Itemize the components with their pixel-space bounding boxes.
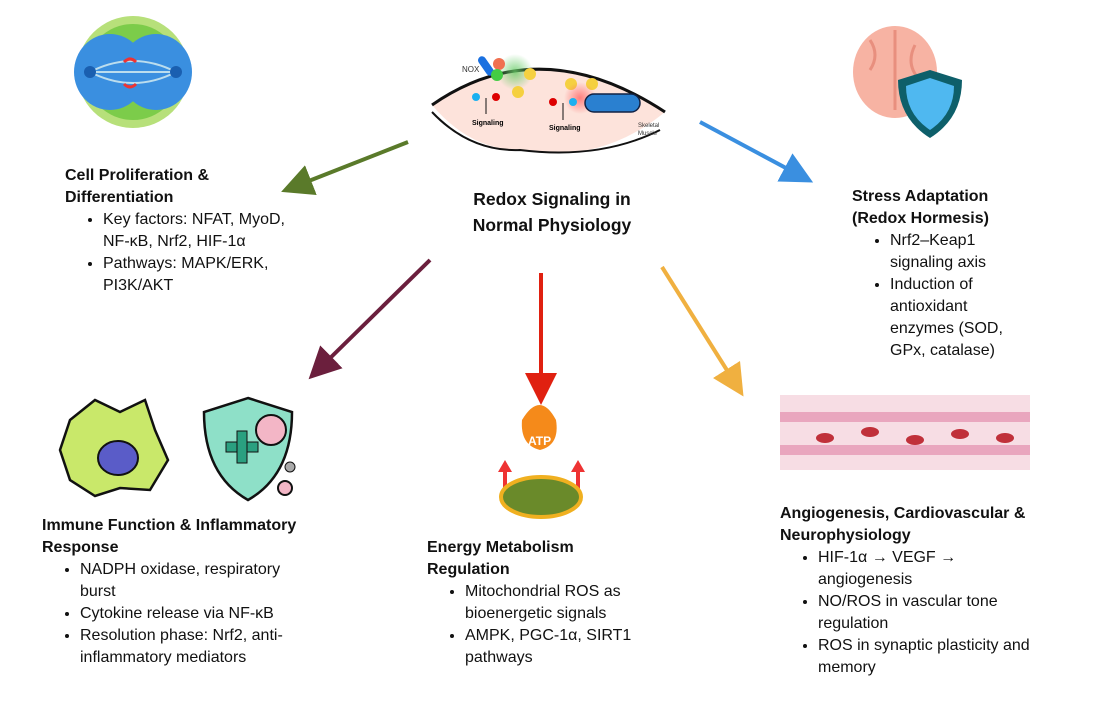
arrow-to-immune bbox=[308, 258, 432, 380]
section-title: Differentiation bbox=[65, 189, 174, 206]
section-proliferation: Cell Proliferation & Differentiation Key … bbox=[65, 165, 310, 297]
signaling-label-1: Signaling bbox=[472, 120, 504, 127]
section-title: Response bbox=[42, 539, 119, 556]
section-title: Cell Proliferation & bbox=[65, 167, 210, 184]
virus-shield-icon bbox=[202, 396, 296, 502]
cell-division-icon bbox=[74, 16, 192, 128]
list-item: HIF-1α → VEGF → angiogenesis bbox=[818, 547, 1033, 591]
list-item: NO/ROS in vascular tone regulation bbox=[818, 591, 1033, 635]
arrow-to-angio bbox=[660, 265, 744, 397]
section-title: Angiogenesis, Cardiovascular & bbox=[780, 505, 1026, 522]
list-item: Resolution phase: Nrf2, anti-inflammator… bbox=[80, 625, 320, 669]
list-item: Pathways: MAPK/ERK, PI3K/AKT bbox=[103, 253, 293, 297]
signaling-label-2: Signaling bbox=[549, 125, 581, 132]
section-title: Immune Function & Inflammatory bbox=[42, 517, 297, 534]
brain-shield-icon bbox=[853, 26, 962, 138]
macrophage-icon bbox=[58, 398, 170, 498]
center-title-line2: Normal Physiology bbox=[472, 215, 632, 235]
section-angio: Angiogenesis, Cardiovascular & Neurophysi… bbox=[780, 503, 1070, 679]
list-item: AMPK, PGC-1α, SIRT1 pathways bbox=[465, 625, 670, 669]
section-title: Regulation bbox=[427, 561, 510, 578]
section-stress: Stress Adaptation (Redox Hormesis) Nrf2–K… bbox=[852, 186, 1062, 362]
list-item: Key factors: NFAT, MyoD, NF-κB, Nrf2, HI… bbox=[103, 209, 293, 253]
center-title: Redox Signaling in Normal Physiology bbox=[440, 186, 664, 238]
list-item: Mitochondrial ROS as bioenergetic signal… bbox=[465, 581, 670, 625]
skeletal-label: Skeletal bbox=[638, 123, 659, 129]
list-item: Cytokine release via NF-κB bbox=[80, 603, 320, 625]
section-title: (Redox Hormesis) bbox=[852, 210, 989, 227]
center-title-line1: Redox Signaling in bbox=[473, 189, 631, 209]
section-title: Neurophysiology bbox=[780, 527, 911, 544]
mitochondria-atp-icon: ATP bbox=[498, 405, 585, 519]
section-title: Energy Metabolism bbox=[427, 539, 574, 556]
list-item: Nrf2–Keap1 signaling axis bbox=[890, 230, 1030, 274]
skeletal-muscle-illustration: NOX Signaling Signaling Skeletal Muscle bbox=[431, 54, 666, 154]
nox-label: NOX bbox=[462, 65, 480, 74]
list-item: Induction of antioxidant enzymes (SOD, G… bbox=[890, 274, 1030, 362]
arrow-to-proliferation bbox=[281, 140, 409, 196]
atp-label: ATP bbox=[528, 434, 551, 448]
list-item: ROS in synaptic plasticity and memory bbox=[818, 635, 1033, 679]
list-item: NADPH oxidase, respiratory burst bbox=[80, 559, 320, 603]
blood-vessel-icon bbox=[780, 395, 1030, 470]
section-title: Stress Adaptation bbox=[852, 188, 989, 205]
muscle-label: Muscle bbox=[638, 131, 658, 137]
arrow-to-stress bbox=[699, 120, 814, 183]
